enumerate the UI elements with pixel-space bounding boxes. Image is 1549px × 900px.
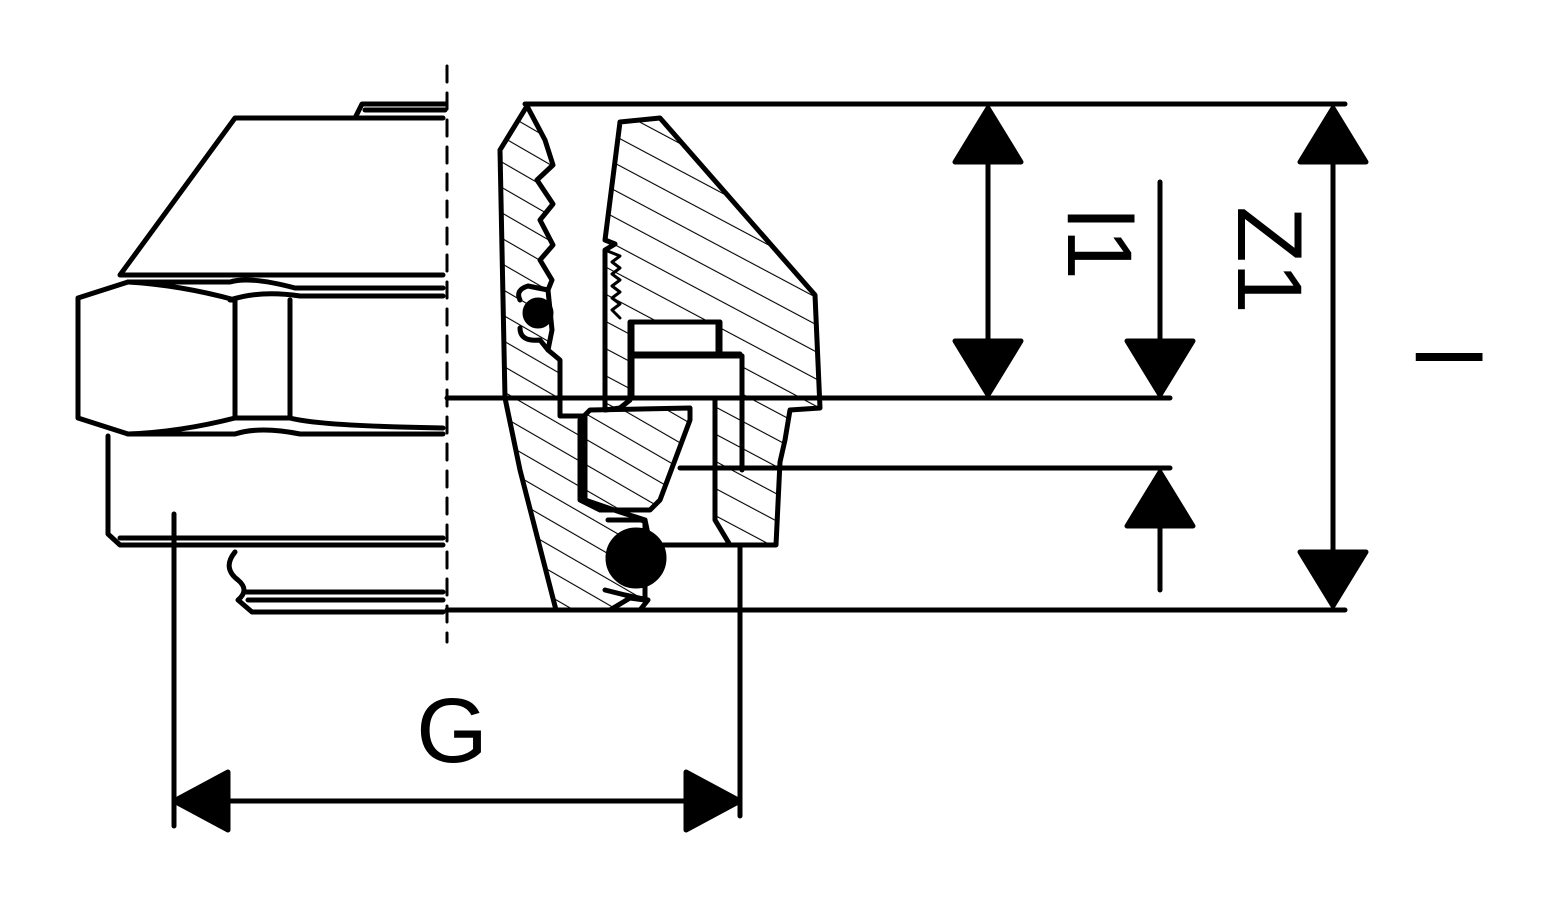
fitting-body-exterior	[75, 101, 448, 615]
dimension-g	[171, 511, 743, 833]
label-g: G	[416, 680, 488, 782]
dimension-l1	[952, 105, 1024, 398]
fitting-body-section	[444, 101, 1348, 613]
large-o-ring-icon	[605, 527, 667, 589]
small-o-ring-icon	[522, 297, 554, 329]
label-l1: l1	[1048, 208, 1150, 280]
label-l: l	[1396, 347, 1498, 367]
dimension-z1	[1124, 179, 1196, 593]
label-z1: Z1	[1218, 206, 1320, 313]
dimension-l	[1297, 105, 1369, 609]
